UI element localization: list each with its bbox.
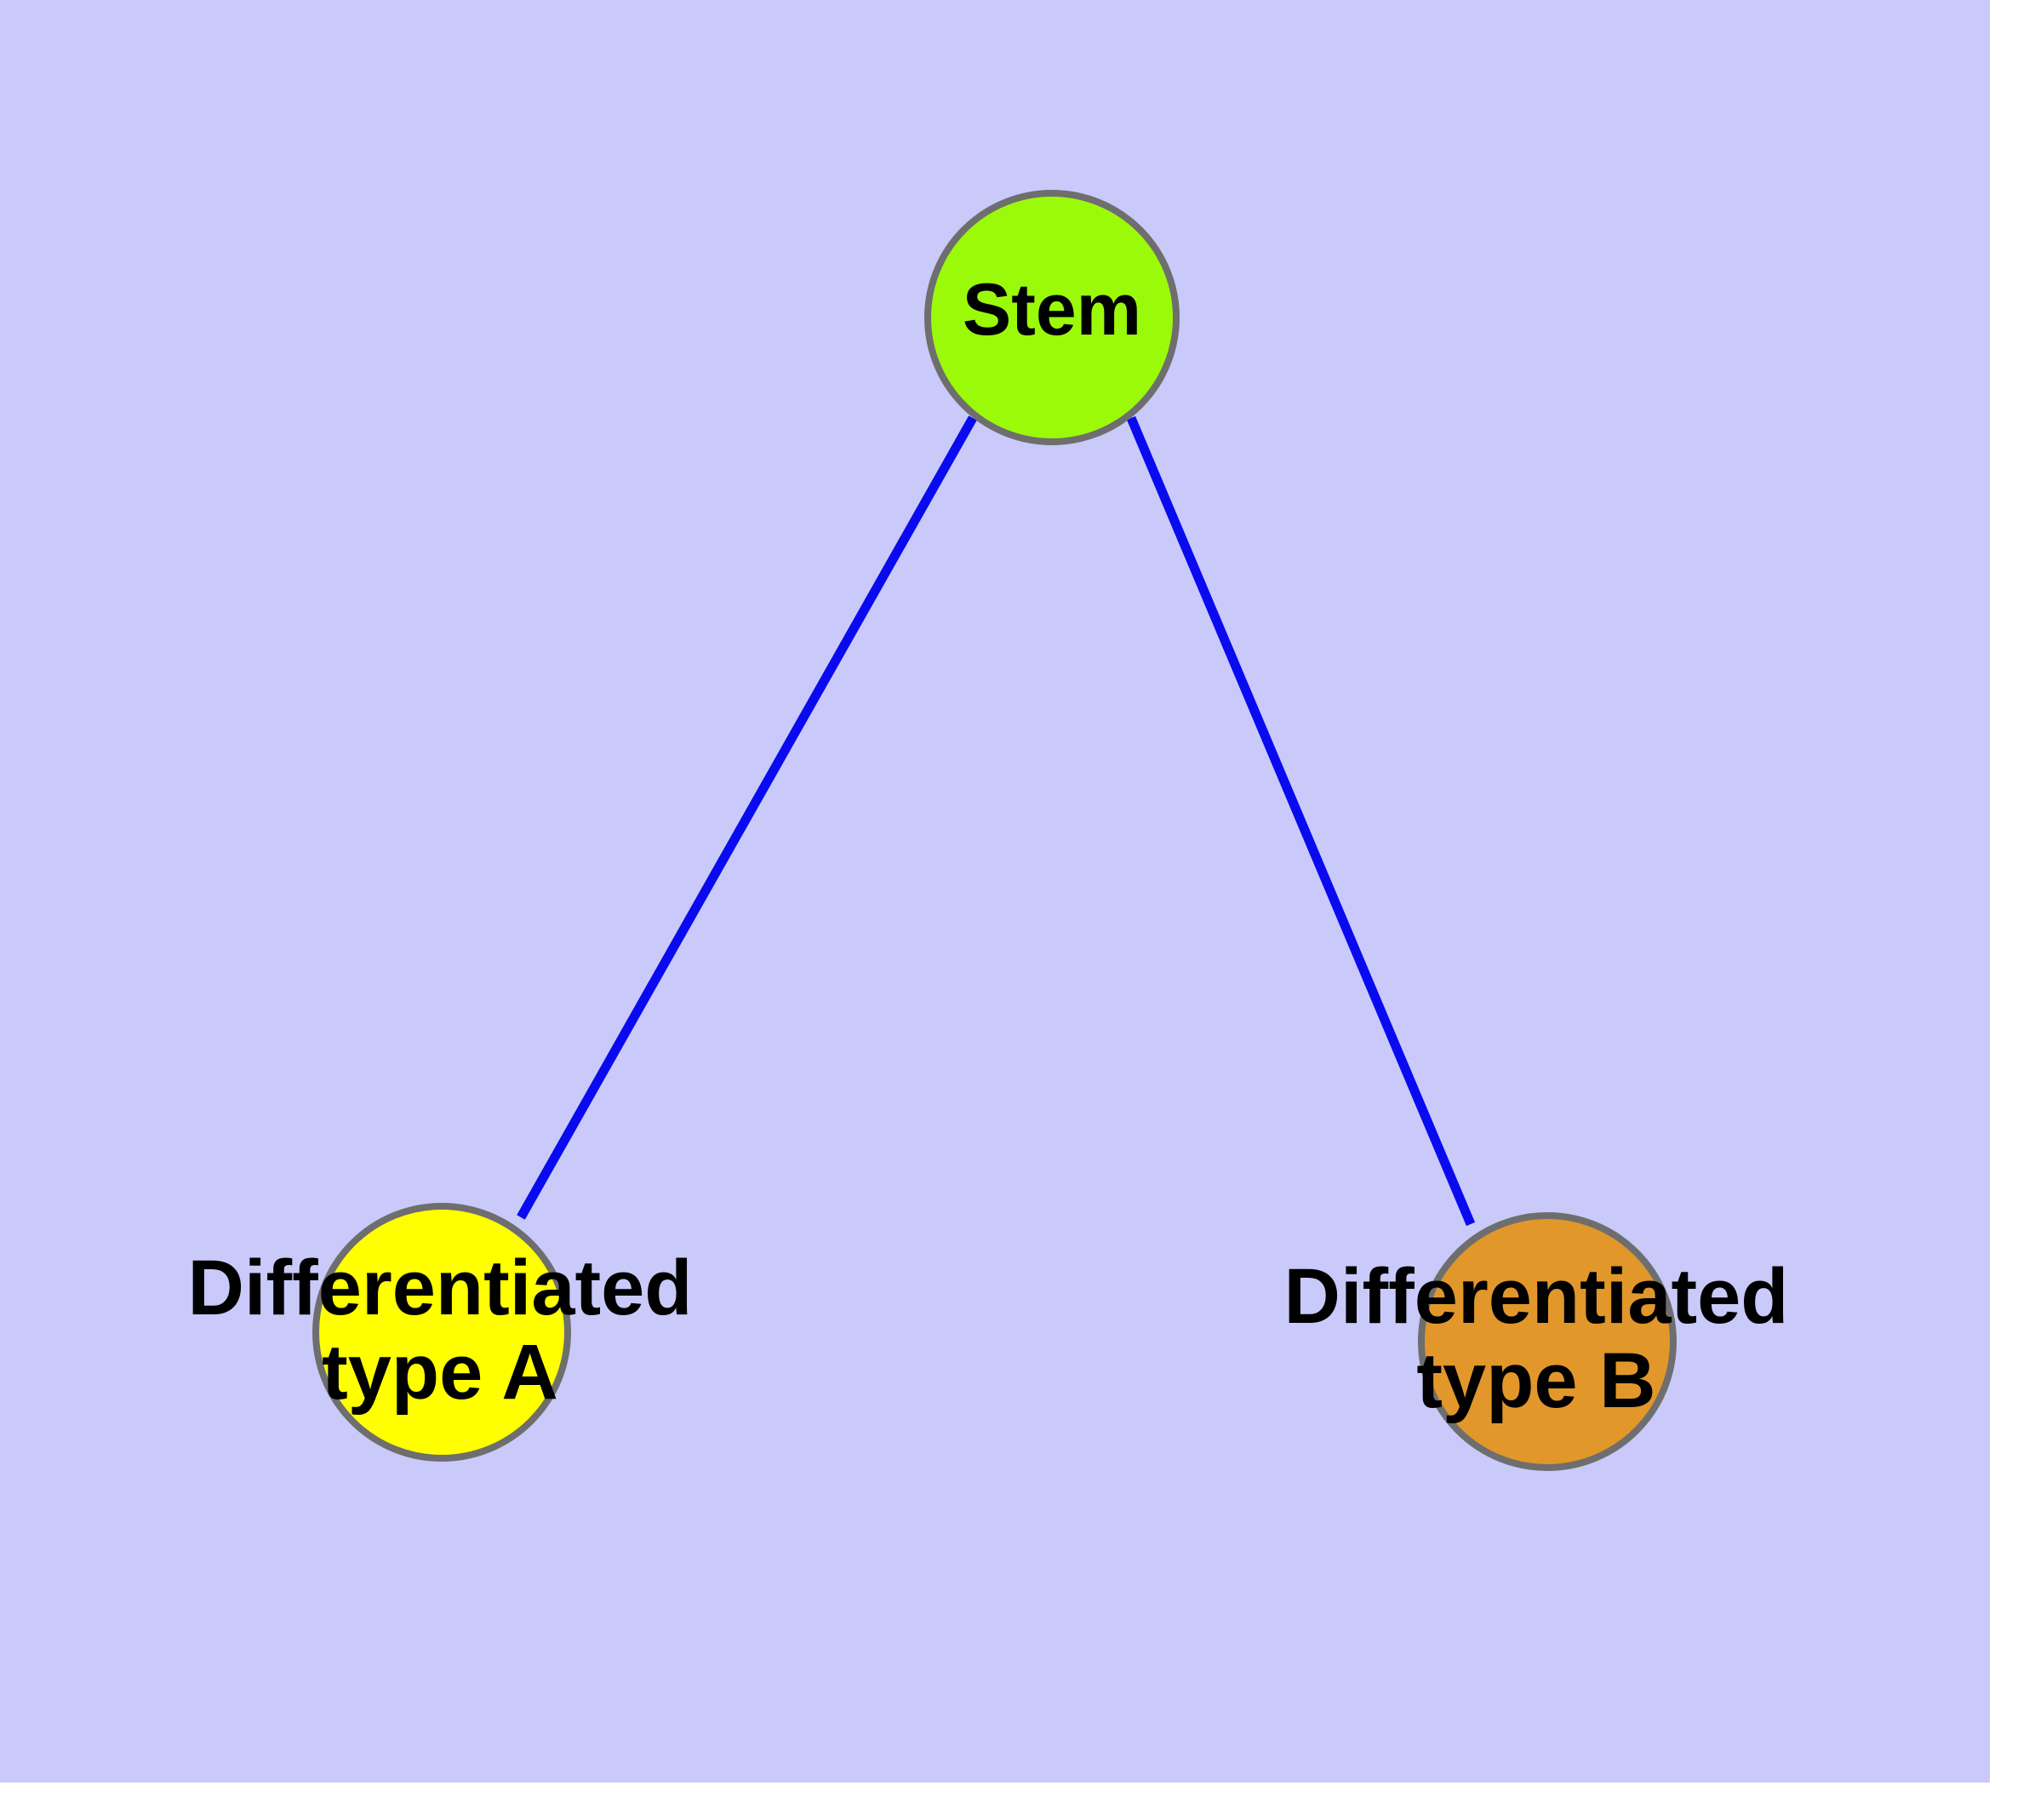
edge-layer — [517, 415, 1476, 1227]
node-layer — [312, 190, 1677, 1471]
node-diff-b[interactable] — [1418, 1212, 1677, 1471]
edge-stem-to-diff-a — [517, 415, 977, 1220]
edge-stem-to-diff-b — [1126, 415, 1476, 1227]
node-stem[interactable] — [924, 190, 1180, 445]
node-diff-a[interactable] — [312, 1203, 571, 1462]
